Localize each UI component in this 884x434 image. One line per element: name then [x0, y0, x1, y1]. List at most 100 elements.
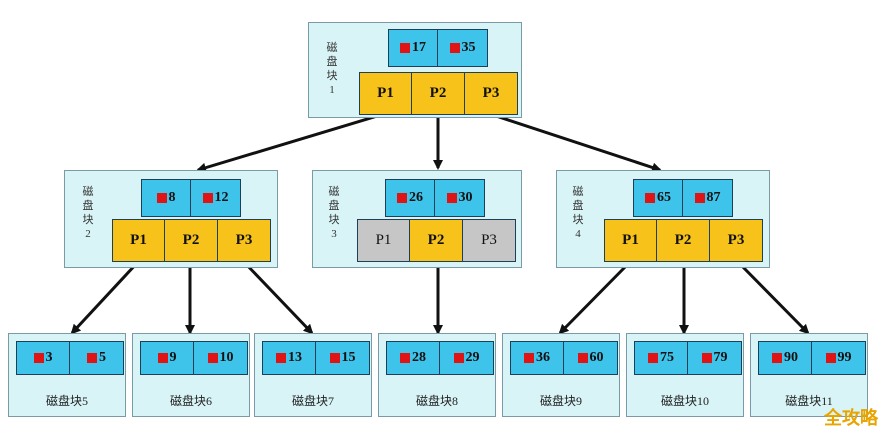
arrow-block4-p1-to-block9	[558, 260, 632, 335]
disk-block-3: 磁盘块3 26 30 P1 P2 P3	[312, 170, 522, 268]
key-value: 3	[45, 350, 53, 365]
disk-block-9-label: 磁盘块9	[539, 394, 582, 408]
disk-block-4-label: 磁盘块4	[572, 186, 584, 240]
record-marker-icon	[157, 353, 168, 363]
pointer-p2: P2	[410, 219, 463, 262]
record-marker-icon	[648, 353, 658, 363]
arrow-root-p3-to-block4	[489, 112, 662, 173]
disk-block-8-label: 磁盘块8	[415, 394, 458, 408]
key-cell: 87	[683, 179, 733, 217]
key-cell: 99	[812, 341, 866, 375]
key-value: 28	[412, 350, 426, 365]
key-value: 30	[458, 190, 473, 205]
key-cell: 30	[435, 179, 485, 217]
disk-block-5-label: 磁盘块5	[45, 394, 88, 408]
disk-block-6: 9 10 磁盘块6	[132, 333, 250, 417]
key-cell: 90	[758, 341, 812, 375]
key-value: 29	[465, 350, 480, 365]
key-value: 35	[461, 40, 476, 55]
key-value: 75	[660, 350, 674, 365]
key-value: 99	[837, 350, 852, 365]
watermark-logo: 全攻略	[824, 408, 878, 429]
key-value: 8	[168, 190, 176, 205]
disk-block-9: 36 60 磁盘块9	[502, 333, 620, 417]
record-marker-icon	[694, 193, 705, 203]
pointer-p3-unused: P3	[463, 219, 516, 262]
disk-block-11-label: 磁盘块11	[785, 394, 833, 408]
key-cell: 15	[316, 341, 370, 375]
record-marker-icon	[202, 193, 213, 203]
arrow-root-p1-to-block2	[196, 112, 385, 173]
pointer-p1-unused: P1	[357, 219, 410, 262]
key-value: 12	[214, 190, 229, 205]
pointer-p1: P1	[604, 219, 657, 262]
key-cell: 60	[564, 341, 618, 375]
disk-block-3-label: 磁盘块3	[328, 186, 340, 240]
pointer-p2: P2	[657, 219, 710, 262]
record-marker-icon	[701, 353, 712, 363]
pointer-p3: P3	[218, 219, 271, 262]
disk-block-7-label: 磁盘块7	[291, 394, 334, 408]
key-cell: 79	[688, 341, 742, 375]
record-marker-icon	[524, 353, 534, 363]
record-marker-icon	[329, 353, 340, 363]
record-marker-icon	[156, 193, 167, 203]
arrow-block2-p1-to-block5	[70, 260, 140, 335]
key-cell: 29	[440, 341, 494, 375]
key-value: 90	[784, 350, 798, 365]
key-cell: 35	[438, 29, 488, 67]
pointer-p2: P2	[412, 72, 465, 115]
key-value: 26	[409, 190, 423, 205]
key-cell: 28	[386, 341, 440, 375]
key-cell: 10	[194, 341, 248, 375]
key-cell: 3	[16, 341, 70, 375]
pointer-p1: P1	[112, 219, 165, 262]
key-cell: 26	[385, 179, 435, 217]
record-marker-icon	[645, 193, 655, 203]
disk-block-1-label: 磁盘块1	[326, 42, 338, 96]
key-value: 10	[219, 350, 234, 365]
key-cell: 9	[140, 341, 194, 375]
disk-block-7: 13 15 磁盘块7	[254, 333, 372, 417]
disk-block-5: 3 5 磁盘块5	[8, 333, 126, 417]
disk-block-10: 75 79 磁盘块10	[626, 333, 744, 417]
key-cell: 36	[510, 341, 564, 375]
disk-block-2-label: 磁盘块2	[82, 186, 94, 240]
key-cell: 5	[70, 341, 124, 375]
key-value: 36	[536, 350, 550, 365]
disk-block-11: 90 99 磁盘块11	[750, 333, 868, 417]
key-value: 5	[99, 350, 106, 365]
record-marker-icon	[446, 193, 457, 203]
record-marker-icon	[825, 353, 836, 363]
key-value: 87	[706, 190, 721, 205]
record-marker-icon	[33, 353, 44, 363]
key-value: 65	[657, 190, 671, 205]
key-cell: 65	[633, 179, 683, 217]
arrow-block2-p3-to-block7	[242, 260, 314, 335]
record-marker-icon	[449, 43, 460, 53]
pointer-p2: P2	[165, 219, 218, 262]
key-cell: 17	[388, 29, 438, 67]
key-value: 9	[169, 350, 177, 365]
record-marker-icon	[772, 353, 782, 363]
disk-block-2: 磁盘块2 8 12 P1 P2 P3	[64, 170, 278, 268]
key-value: 13	[288, 350, 302, 365]
record-marker-icon	[577, 353, 588, 363]
disk-block-4: 磁盘块4 65 87 P1 P2 P3	[556, 170, 770, 268]
pointer-p1: P1	[359, 72, 412, 115]
record-marker-icon	[400, 353, 410, 363]
record-marker-icon	[276, 353, 286, 363]
key-value: 79	[713, 350, 728, 365]
pointer-p3: P3	[465, 72, 518, 115]
disk-block-10-label: 磁盘块10	[660, 394, 709, 408]
record-marker-icon	[397, 193, 407, 203]
disk-block-1: 磁盘块1 17 35 P1 P2 P3	[308, 22, 522, 118]
key-value: 60	[589, 350, 604, 365]
record-marker-icon	[400, 43, 410, 53]
disk-block-6-label: 磁盘块6	[169, 394, 212, 408]
record-marker-icon	[207, 353, 218, 363]
disk-block-8: 28 29 磁盘块8	[378, 333, 496, 417]
record-marker-icon	[87, 353, 97, 363]
key-value: 15	[341, 350, 356, 365]
